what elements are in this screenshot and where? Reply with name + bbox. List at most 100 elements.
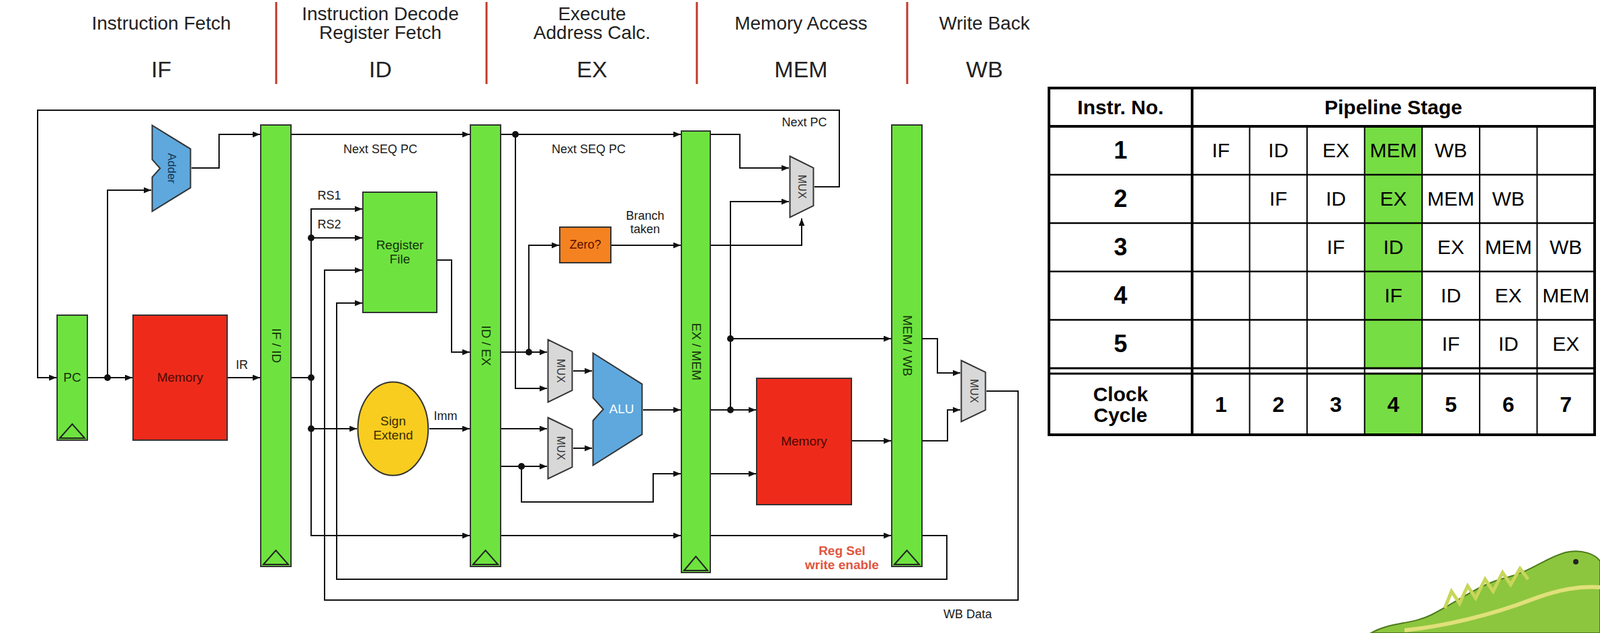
adder: Adder — [151, 124, 192, 213]
table-header: Pipeline Stage — [1324, 97, 1463, 118]
stage-abbrev: WB — [966, 57, 1004, 81]
polygon-outline — [961, 360, 986, 423]
polygon-outline — [790, 156, 814, 218]
table-rule — [1048, 222, 1595, 225]
node-label: MUX — [795, 174, 808, 199]
wire — [710, 473, 756, 475]
instr-number: 3 — [1113, 235, 1127, 260]
clock-triangle — [59, 424, 85, 439]
stage-cell: MEM — [1369, 140, 1417, 161]
stage-cell: ID — [1325, 188, 1346, 209]
stage-cell: EX — [1379, 188, 1407, 209]
node-label: MUX — [967, 379, 980, 404]
wire-label: WB Data — [942, 607, 994, 621]
table-rule — [1048, 319, 1595, 322]
stage-title: Execute Address Calc. — [526, 4, 658, 43]
register-file: Register File — [362, 191, 438, 314]
wire — [429, 428, 470, 430]
wire — [501, 466, 681, 502]
wire-label: Branch taken — [624, 208, 666, 236]
wire — [710, 134, 789, 168]
wire — [501, 133, 681, 136]
stage-cell: EX — [1437, 237, 1465, 258]
stage-cell: IF — [1327, 237, 1346, 258]
wire — [291, 208, 363, 378]
cycle-number: 6 — [1502, 393, 1515, 416]
pipeline-latch: ID / EX — [469, 124, 502, 568]
dragon-spikes — [1444, 568, 1529, 609]
node-label: Memory — [157, 370, 204, 386]
stage-divider — [275, 2, 278, 84]
pipeline-latch: EX / MEM — [680, 130, 711, 574]
wire — [710, 534, 892, 537]
stage-divider — [485, 2, 488, 84]
polygon-outline — [152, 125, 191, 212]
cycle-number: 2 — [1272, 393, 1285, 416]
stage-title: Instruction Fetch — [92, 14, 232, 33]
instr-number: 1 — [1113, 138, 1127, 163]
stage-divider — [696, 2, 699, 84]
cycle-number: 7 — [1559, 393, 1572, 416]
mux: MUX — [546, 416, 574, 480]
stage-cell: MEM — [1485, 237, 1533, 258]
dragon-mascot — [1370, 551, 1600, 633]
wire-label: Reg Sel write enable — [802, 543, 882, 573]
table-rule — [1479, 126, 1481, 435]
cycle-highlight — [1364, 373, 1423, 435]
table-rule — [1421, 126, 1423, 435]
node-label: MUX — [554, 436, 567, 461]
table-rule — [1048, 372, 1595, 375]
clock-triangle — [684, 556, 708, 571]
table-rule — [1306, 126, 1308, 435]
clock-triangle — [894, 550, 920, 565]
clock-mark — [471, 548, 500, 566]
node-label: MEM / WB — [899, 315, 914, 377]
mux: MUX — [788, 155, 815, 219]
stage-cell: ID — [1268, 140, 1289, 161]
clock-mark — [892, 548, 922, 566]
clock-triangle — [473, 550, 498, 565]
ellipse-outline — [358, 382, 429, 476]
wire — [611, 244, 681, 246]
node-label: PC — [63, 370, 81, 386]
node-label: Memory — [780, 434, 828, 449]
wire — [291, 377, 470, 536]
instr-number: 2 — [1113, 186, 1127, 212]
cycle-number: 5 — [1444, 393, 1457, 416]
stage-divider — [906, 2, 909, 84]
clock-mark — [682, 554, 710, 572]
pipeline-latch: IF / ID — [260, 124, 292, 568]
stage-title: Instruction Decode Register Fetch — [289, 4, 472, 43]
zero-test: Zero? — [559, 226, 612, 264]
stage-cell: ID — [1440, 285, 1461, 306]
stage-cell: EX — [1322, 140, 1350, 161]
table-rule — [1048, 124, 1595, 128]
cycle-highlight — [1364, 126, 1423, 369]
stage-cell: WB — [1491, 188, 1525, 209]
polygon-outline — [548, 417, 573, 480]
node-label: EX / MEM — [688, 323, 703, 382]
stage-cell: EX — [1495, 285, 1523, 306]
node-label: ID / EX — [478, 325, 493, 366]
stage-abbrev: IF — [151, 57, 172, 81]
node-label: Zero? — [569, 238, 601, 252]
mux: MUX — [960, 359, 987, 423]
stage-title: Write Back — [939, 14, 1031, 33]
table-rule — [1048, 174, 1595, 177]
program-counter: PC — [56, 314, 89, 441]
wire — [501, 134, 547, 389]
wire — [710, 218, 802, 246]
stage-cell: IF — [1384, 285, 1403, 306]
sign-extend: Sign Extend — [356, 381, 430, 477]
stage-title: Memory Access — [734, 14, 868, 33]
data-memory: Memory — [755, 377, 853, 506]
cycle-number: 3 — [1329, 393, 1342, 416]
wire — [501, 245, 560, 353]
stage-cell: MEM — [1542, 285, 1590, 306]
instr-number: 5 — [1113, 331, 1127, 357]
stage-abbrev: ID — [368, 57, 392, 81]
clock-triangle — [263, 550, 289, 565]
